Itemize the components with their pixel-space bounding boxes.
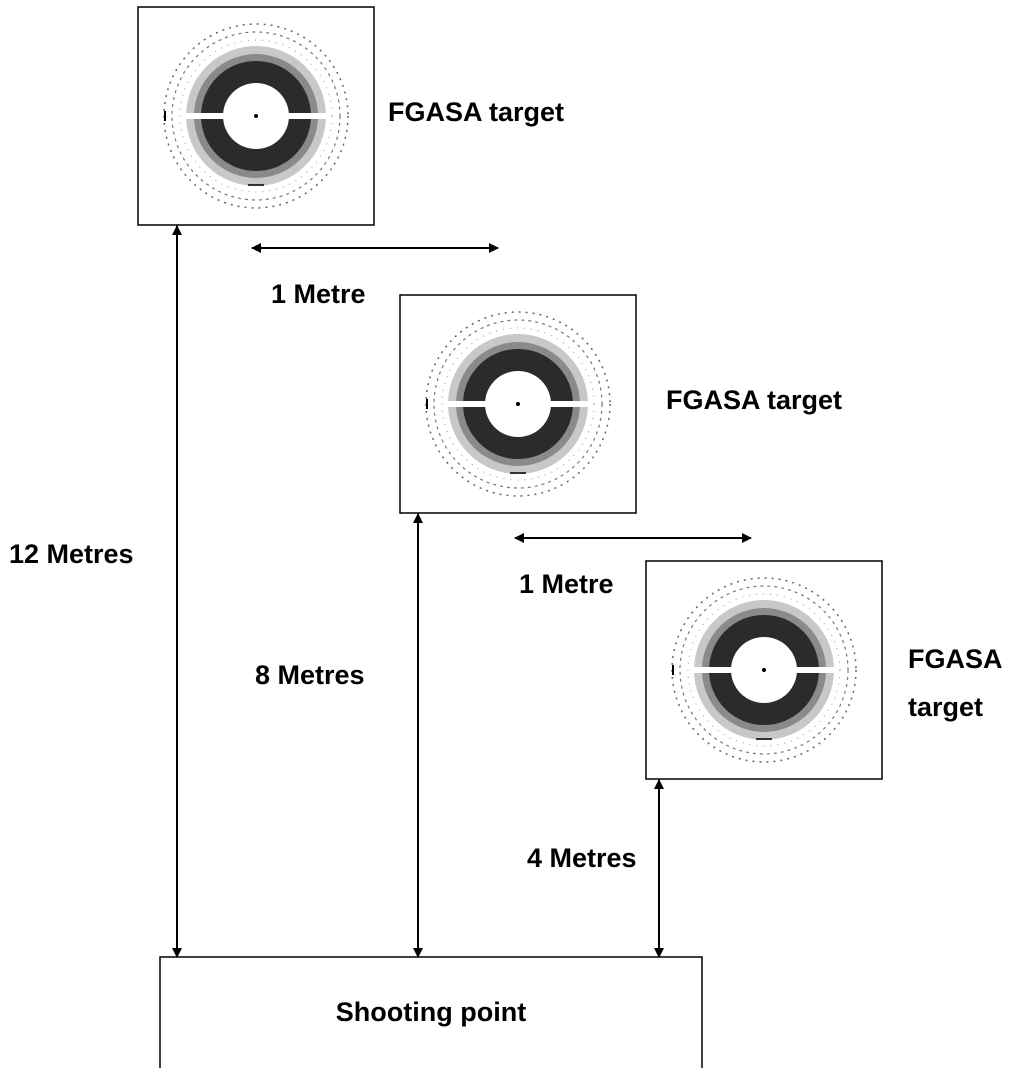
target-2-label: FGASA target [666, 385, 842, 415]
shooting-point-box [159, 956, 703, 1068]
distance-label-8m: 8 Metres [255, 660, 365, 690]
target-3 [645, 560, 883, 780]
target-3-label-line2: target [908, 692, 983, 722]
target-1-label: FGASA target [388, 97, 564, 127]
spacing-label-2: 1 Metre [519, 569, 614, 599]
target-1 [137, 6, 375, 226]
distance-label-12m: 12 Metres [9, 539, 134, 569]
target-2 [399, 294, 637, 514]
distance-label-4m: 4 Metres [527, 843, 637, 873]
shooting-point-label: Shooting point [336, 997, 526, 1027]
spacing-label-1: 1 Metre [271, 279, 366, 309]
target-3-label-line1: FGASA [908, 644, 1003, 674]
